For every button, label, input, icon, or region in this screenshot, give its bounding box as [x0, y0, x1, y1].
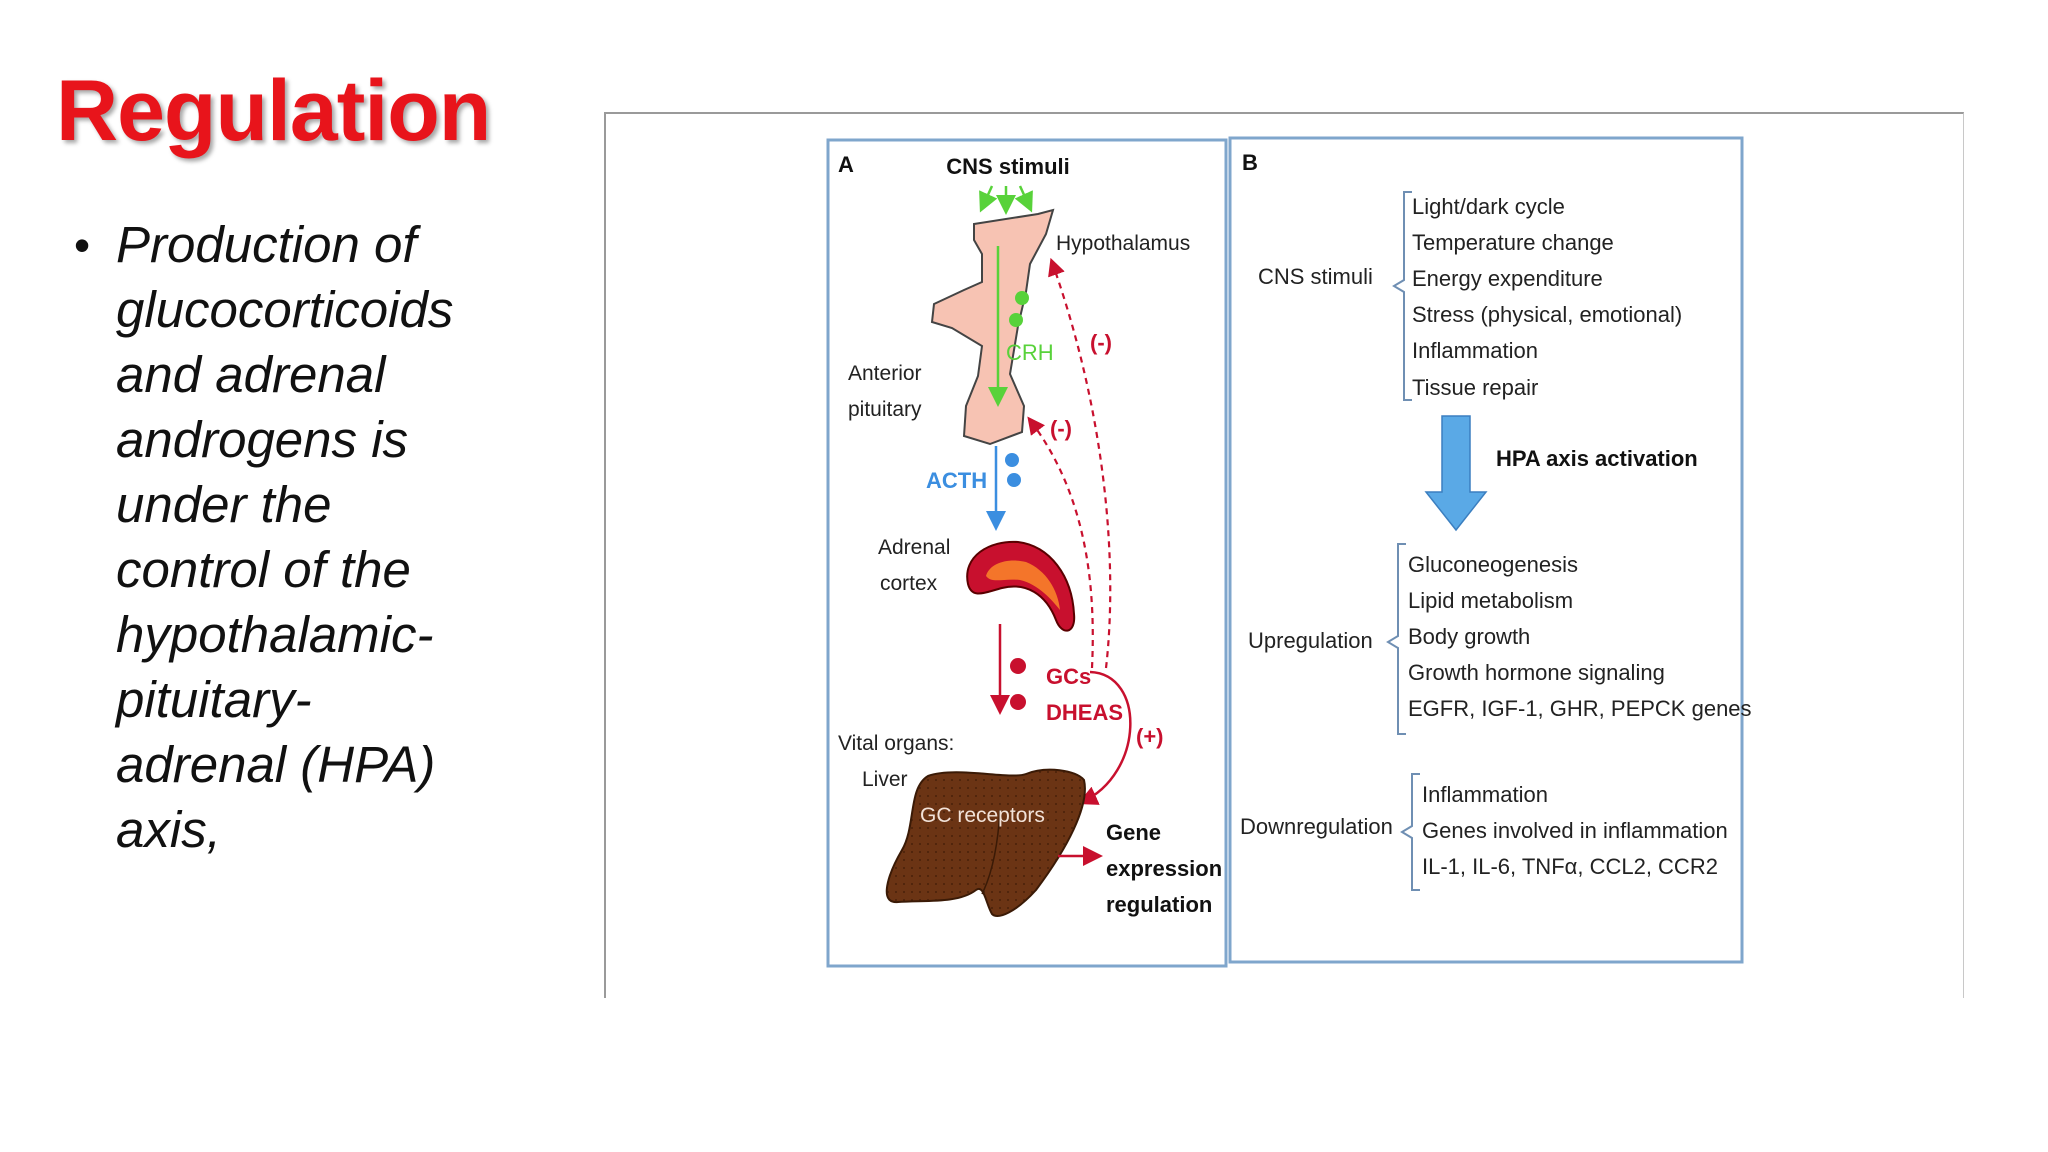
anterior-pituitary-label-1: Anterior — [848, 362, 922, 385]
vital-organs-label-1: Vital organs: — [838, 732, 954, 755]
crh-molecule-1 — [1015, 291, 1029, 305]
adrenal-cortex-label-1: Adrenal — [878, 536, 950, 559]
positive-feedback-arrow — [1077, 670, 1132, 805]
gc-molecule-2 — [1010, 694, 1026, 710]
liver-texture — [886, 769, 1085, 916]
gene-expression-label-2: expression — [1106, 856, 1222, 881]
bullet-list: • Production of glucocorticoids and adre… — [74, 212, 544, 862]
vital-organs-label-2: Liver — [862, 768, 908, 791]
upregulation-label: Upregulation — [1248, 628, 1373, 653]
adrenal-inner-shape — [986, 560, 1060, 610]
negative-feedback-label-2: (-) — [1050, 416, 1072, 441]
hpa-axis-figure: A CNS stimuli Hypothalamus CRH Anterior … — [826, 136, 1752, 968]
upregulation-brace — [1386, 543, 1406, 735]
stimulus-arrows — [979, 185, 1033, 215]
up-item-5: EGFR, IGF-1, GHR, PEPCK genes — [1408, 696, 1752, 721]
bullet-text: Production of glucocorticoids and adrena… — [116, 216, 454, 858]
adrenal-cortex-label-2: cortex — [880, 572, 938, 595]
negative-feedback-label-1: (-) — [1090, 330, 1112, 355]
anterior-pituitary-label-2: pituitary — [848, 398, 922, 421]
down-item-2: Genes involved in inflammation — [1422, 818, 1728, 843]
adrenal-gland-shape — [966, 540, 1076, 632]
cns-item-2: Temperature change — [1412, 230, 1614, 255]
cns-stimuli-brace — [1392, 191, 1412, 401]
hpa-activation-label: HPA axis activation — [1496, 446, 1698, 471]
cns-stimuli-label-b: CNS stimuli — [1258, 264, 1373, 289]
cns-item-3: Energy expenditure — [1412, 266, 1603, 291]
panel-b-border — [1228, 136, 1744, 964]
acth-label: ACTH — [926, 468, 987, 493]
downregulation-label: Downregulation — [1240, 814, 1393, 839]
cns-item-4: Stress (physical, emotional) — [1412, 302, 1682, 327]
hpa-activation-arrow — [1424, 415, 1488, 532]
cns-item-1: Light/dark cycle — [1412, 194, 1565, 219]
panel-a-border — [826, 138, 1228, 968]
liver-lobe-divider — [981, 809, 1001, 895]
hypothalamus-pituitary-shape — [930, 208, 1055, 446]
up-item-1: Gluconeogenesis — [1408, 552, 1578, 577]
cns-item-5: Inflammation — [1412, 338, 1538, 363]
negative-feedback-pituitary-arrow — [1027, 416, 1094, 669]
gcs-label: GCs — [1046, 664, 1091, 689]
panel-a-label: A — [838, 152, 854, 177]
up-item-4: Growth hormone signaling — [1408, 660, 1665, 685]
downregulation-brace — [1400, 773, 1420, 891]
figure-frame: A CNS stimuli Hypothalamus CRH Anterior … — [604, 112, 1964, 998]
crh-molecule-2 — [1009, 313, 1023, 327]
down-item-1: Inflammation — [1422, 782, 1548, 807]
gc-receptors-label: GC receptors — [920, 804, 1045, 827]
gene-expression-label-3: regulation — [1106, 892, 1212, 917]
negative-feedback-hypothalamus-arrow — [1048, 257, 1112, 669]
gene-expression-label-1: Gene — [1106, 820, 1161, 845]
bullet-marker: • — [74, 219, 91, 271]
dheas-label: DHEAS — [1046, 700, 1123, 725]
down-item-3: IL-1, IL-6, TNFα, CCL2, CCR2 — [1422, 854, 1718, 879]
positive-feedback-label: (+) — [1136, 724, 1164, 749]
gc-molecule-1 — [1010, 658, 1026, 674]
hypothalamus-label: Hypothalamus — [1056, 232, 1190, 255]
up-item-2: Lipid metabolism — [1408, 588, 1573, 613]
crh-label: CRH — [1006, 340, 1054, 365]
cns-stimuli-label-a: CNS stimuli — [946, 154, 1069, 179]
acth-molecule-2 — [1007, 473, 1021, 487]
up-item-3: Body growth — [1408, 624, 1530, 649]
acth-molecule-1 — [1005, 453, 1019, 467]
slide-title: Regulation — [56, 63, 491, 159]
panel-b-label: B — [1242, 150, 1258, 175]
cns-item-6: Tissue repair — [1412, 375, 1538, 400]
